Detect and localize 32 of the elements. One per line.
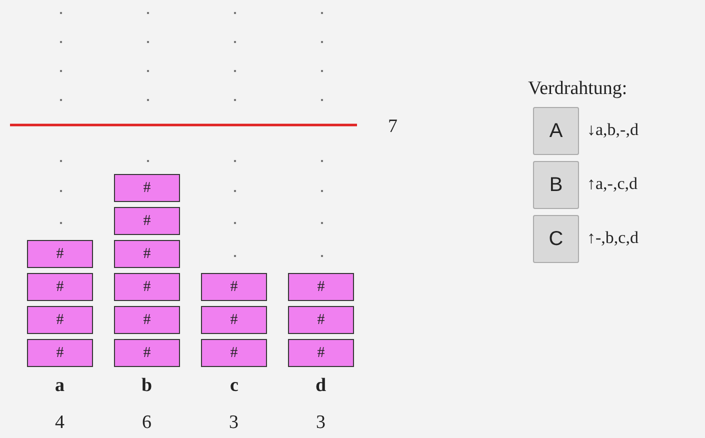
wiring-button: B — [533, 161, 579, 209]
column-letter: b — [142, 375, 152, 397]
column-count: 3 — [316, 412, 326, 434]
block: # — [27, 306, 93, 334]
column-count: 4 — [55, 412, 64, 434]
block: # — [201, 339, 267, 367]
wiring-text: ↑a,-,c,d — [587, 174, 638, 194]
column-letter: c — [230, 375, 238, 397]
wiring-button: C — [533, 215, 579, 263]
column-count: 6 — [142, 412, 152, 434]
block: # — [27, 273, 93, 301]
block: # — [288, 339, 354, 367]
heading: Verdrahtung: — [528, 78, 628, 100]
block: # — [27, 339, 93, 367]
column-letter: a — [55, 375, 64, 397]
column-letter: d — [316, 375, 326, 397]
block: # — [114, 240, 180, 268]
block: # — [201, 306, 267, 334]
wiring-button: A — [533, 107, 579, 155]
block: # — [114, 339, 180, 367]
block: # — [114, 207, 180, 235]
column-count: 3 — [229, 412, 238, 434]
limit-value: 7 — [388, 116, 398, 138]
block: # — [288, 273, 354, 301]
block: # — [288, 306, 354, 334]
block: # — [27, 240, 93, 268]
block: # — [114, 306, 180, 334]
wiring-text: ↓a,b,-,d — [587, 120, 638, 140]
block: # — [114, 273, 180, 301]
wiring-text: ↑-,b,c,d — [587, 228, 638, 248]
block: # — [114, 174, 180, 202]
block: # — [201, 273, 267, 301]
